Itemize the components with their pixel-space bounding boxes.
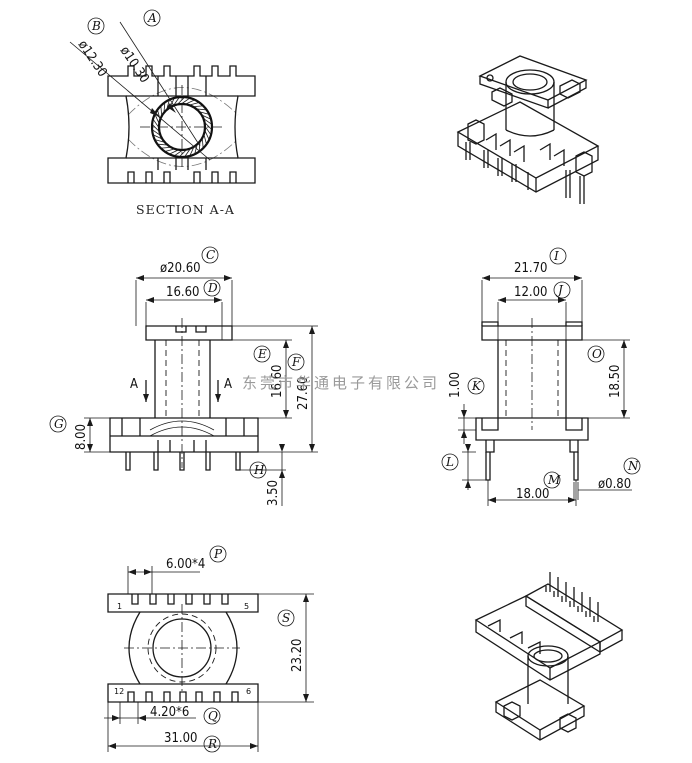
callout-h-letter: F	[291, 355, 301, 369]
ring-hatch-line	[152, 129, 161, 136]
ring-hatch-line	[177, 97, 185, 105]
pin-number-5: 5	[244, 602, 249, 611]
ring-hatch-line	[181, 98, 190, 104]
ring-hatch-line	[173, 97, 180, 106]
ring-hatch-line	[185, 99, 195, 105]
callout-g-letter: E	[257, 347, 267, 361]
dim-c-value: ø20.60	[160, 261, 201, 276]
ring-hatch-line	[153, 119, 159, 128]
callout-l-letter: L	[445, 455, 454, 469]
callout-n-letter: N	[627, 459, 639, 473]
section-marker-left: A	[130, 377, 138, 392]
callout-b-letter: B	[91, 19, 101, 33]
ring-hatch-line	[193, 105, 203, 108]
callout-a-letter: A	[147, 11, 157, 25]
ring-hatch-line	[199, 111, 209, 115]
ring-hatch-line	[205, 126, 211, 135]
ring-hatch-line	[165, 148, 175, 152]
ring-hatch-line	[189, 147, 195, 156]
callout-d-letter: D	[207, 281, 218, 295]
ring-hatch-line	[155, 139, 165, 143]
section-caption: SECTION A-A	[136, 202, 235, 217]
ring-hatch-line	[169, 149, 179, 155]
ring-hatch-line	[160, 106, 163, 116]
callout-k-letter: K	[471, 379, 482, 393]
callout-a	[143, 9, 161, 27]
ring-hatch-line	[184, 148, 191, 157]
dim-f-value: 3.50	[266, 480, 281, 506]
ring-hatch-line	[163, 103, 166, 112]
pin-number-12: 12	[114, 687, 124, 696]
ring-hatch-line	[202, 114, 211, 120]
dim-k-value: 1.00	[448, 372, 463, 398]
ring-hatch-line	[152, 124, 160, 132]
pin-number-6: 6	[246, 687, 251, 696]
callout-e-letter: G	[54, 417, 64, 431]
dim-r-value: 31.00	[164, 731, 197, 746]
callout-m-letter: M	[547, 473, 561, 487]
watermark-text: 东莞市华通电子有限公司	[242, 374, 440, 392]
dim-q-value: 4.20*6	[150, 705, 189, 720]
isometric-view-top	[456, 55, 600, 204]
ring-hatch-line	[203, 134, 207, 144]
dim-m-value: 18.00	[516, 487, 549, 502]
dim-i-value: 21.70	[514, 261, 547, 276]
side-view: 21.70 I 12.00 J 18.50 O 1.00 K L 1	[441, 247, 641, 506]
dim-o-value: 18.50	[608, 365, 623, 398]
callout-r-letter: R	[207, 737, 217, 751]
dim-h-value: 27.60	[296, 377, 311, 410]
ring-hatch-line	[158, 143, 167, 146]
isometric-view-bottom	[474, 572, 624, 741]
ring-hatch-line	[203, 118, 212, 125]
ring-hatch-line	[204, 122, 212, 130]
callout-p-letter: P	[213, 547, 223, 561]
ring-hatch-line	[174, 150, 183, 156]
dim-p-value: 6.00*4	[166, 557, 205, 572]
dim-j-value: 12.00	[514, 285, 547, 300]
dim-d-value: 16.60	[166, 285, 199, 300]
section-marker-right: A	[224, 377, 232, 392]
ring-hatch-line	[189, 102, 199, 106]
ring-hatch-line	[197, 108, 206, 111]
ring-hatch-line	[161, 146, 171, 149]
ring-hatch-line	[153, 134, 162, 140]
ring-hatch-line	[201, 138, 204, 148]
callout-b	[87, 17, 105, 35]
callout-c-letter: C	[206, 248, 215, 262]
ring-hatch-line	[198, 142, 201, 151]
callout-j-letter: J	[555, 283, 564, 297]
ring-hatch-line	[166, 100, 170, 110]
callout-i-letter: I	[553, 249, 559, 263]
callout-f-letter: H	[253, 463, 265, 477]
top-view: 1 5 12 6 6.00*4 P 23.20 S 4.20*6 Q	[104, 545, 314, 753]
ring-hatch-line	[154, 114, 160, 124]
pin-number-1: 1	[117, 602, 122, 611]
ring-hatch-line	[194, 144, 198, 154]
dim-e-value: 8.00	[74, 424, 89, 450]
dim-b-value: ø12.30	[75, 38, 110, 80]
ring-hatch-line	[204, 130, 210, 140]
dim-s-value: 23.20	[290, 639, 305, 672]
ring-hatch-line	[179, 149, 187, 157]
dim-g-value: 16.60	[270, 365, 285, 398]
callout-q-letter: Q	[208, 709, 218, 723]
callout-o-letter: O	[592, 347, 602, 361]
callout-s-letter: S	[282, 611, 290, 625]
dim-a-value: ø10.30	[117, 44, 152, 86]
section-a-a-view: A B ø10.30 ø12.30 SECTION A-A	[69, 9, 256, 217]
front-view: A A ø20.60 C 16.60 D 16.60 E 27.60 F	[49, 246, 318, 506]
dim-n-value: ø0.80	[598, 477, 631, 492]
